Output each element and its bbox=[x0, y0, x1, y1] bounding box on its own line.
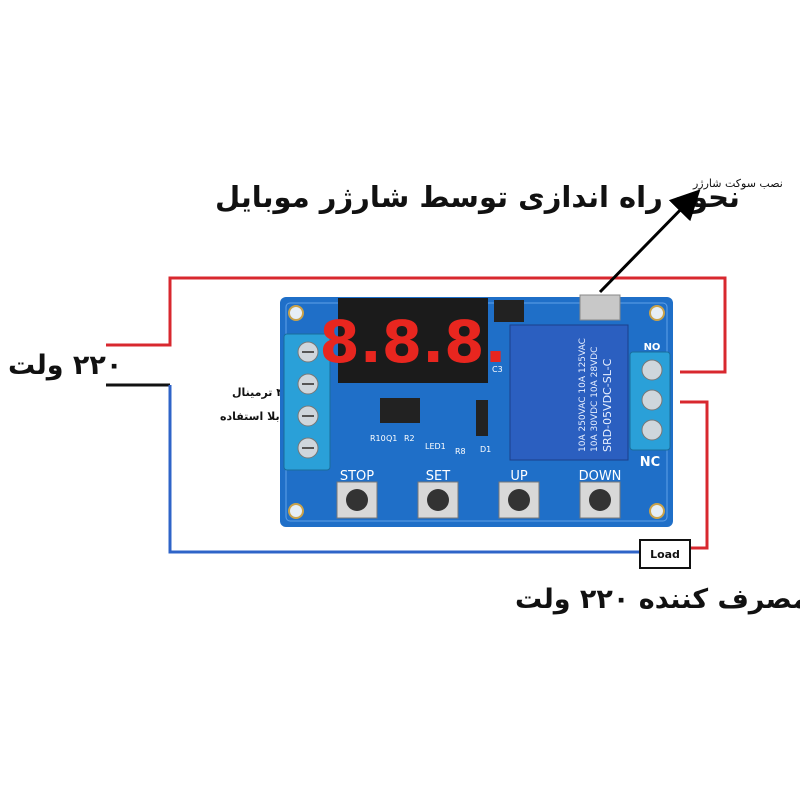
load-label: Load bbox=[650, 548, 680, 561]
usb-charger-socket bbox=[579, 294, 621, 321]
label-c3: C3 bbox=[492, 365, 503, 374]
unused-terminals-label-line2: بلا استفاده bbox=[220, 410, 280, 423]
load-box: Load bbox=[639, 539, 691, 569]
mounting-hole bbox=[649, 305, 665, 321]
charger-arrow bbox=[598, 189, 701, 294]
label-led: LED1 bbox=[425, 442, 446, 451]
load-live-wire bbox=[680, 400, 709, 550]
relay-model: SRD-05VDC-SL-C bbox=[601, 358, 614, 452]
button-label-stop: STOP bbox=[340, 469, 374, 484]
unused-terminals-label-line1: ۴ ترمینال bbox=[232, 386, 283, 399]
button-label-set: SET bbox=[426, 469, 450, 484]
label-r8: R8 bbox=[455, 447, 466, 456]
button-label-down: DOWN bbox=[579, 469, 622, 484]
label-q1: Q1 bbox=[386, 434, 397, 443]
terminal-no-label: NO bbox=[644, 342, 661, 353]
mounting-hole bbox=[288, 503, 304, 519]
wires bbox=[106, 276, 727, 554]
relay-rating-1: 10A 250VAC 10A 125VAC bbox=[578, 338, 588, 452]
chip bbox=[380, 398, 420, 423]
label-d1: D1 bbox=[480, 445, 491, 454]
mounting-hole bbox=[649, 503, 665, 519]
diode bbox=[476, 400, 488, 436]
input-voltage-label: ۲۲۰ ولت bbox=[8, 350, 123, 381]
neutral-wire bbox=[168, 385, 640, 554]
label-r2: R2 bbox=[404, 434, 415, 443]
button-label-up: UP bbox=[510, 469, 528, 484]
seven-segment-display: 8.8.8. bbox=[319, 298, 507, 383]
left-terminal-block bbox=[283, 333, 331, 471]
terminal-nc-label: NC bbox=[640, 455, 660, 470]
diagram-title: نحوه راه اندازی توسط شارژر موبایل bbox=[215, 180, 740, 214]
relay: 10A 250VAC 10A 125VAC 10A 30VDC 10A 28VD… bbox=[494, 294, 629, 461]
mounting-hole bbox=[288, 305, 304, 321]
relay-rating-2: 10A 30VDC 10A 28VDC bbox=[590, 347, 600, 452]
right-terminal-block: NO NC bbox=[629, 342, 671, 470]
label-r10: R10 bbox=[370, 434, 386, 443]
display-digits: 8.8.8. bbox=[319, 308, 506, 376]
timer-relay-board: 8.8.8. 10A 250VAC 10A 125VAC 10A 30VDC 1… bbox=[280, 294, 673, 527]
load-voltage-label: مصرف کننده ۲۲۰ ولت bbox=[515, 584, 800, 615]
buttons: STOP SET UP DOWN bbox=[336, 469, 622, 519]
live-wire bbox=[106, 276, 727, 374]
charger-socket-note: نصب سوکت شارژر bbox=[693, 177, 783, 190]
